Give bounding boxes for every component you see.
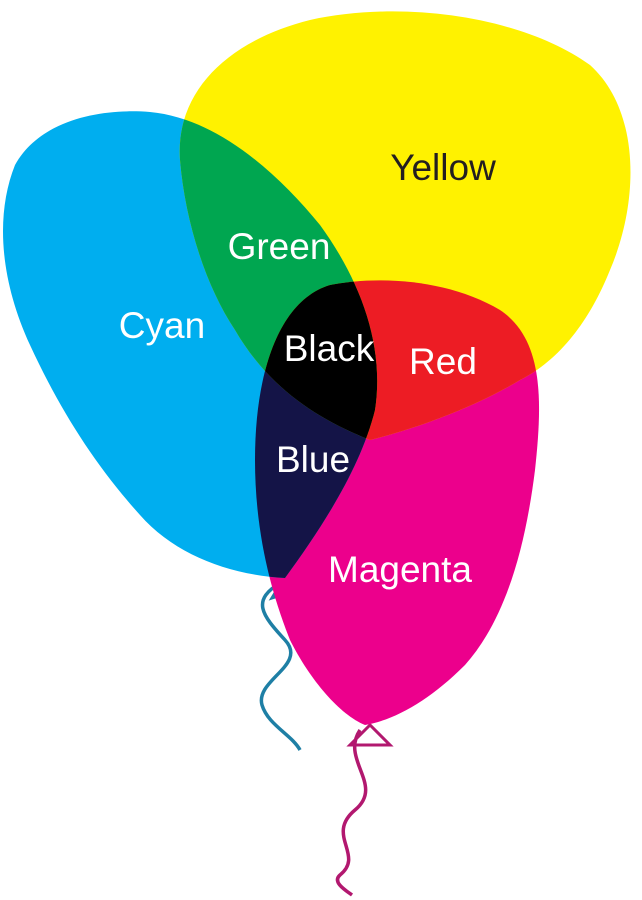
label-black: Black [284,328,375,369]
label-magenta: Magenta [328,549,472,590]
label-cyan: Cyan [119,305,205,346]
cyan-balloon-string [259,580,302,751]
label-yellow: Yellow [390,147,496,188]
label-red: Red [409,341,477,382]
label-green: Green [228,226,331,267]
label-blue: Blue [276,439,350,480]
magenta-balloon-knot [346,722,394,747]
magenta-balloon-string [335,729,368,897]
